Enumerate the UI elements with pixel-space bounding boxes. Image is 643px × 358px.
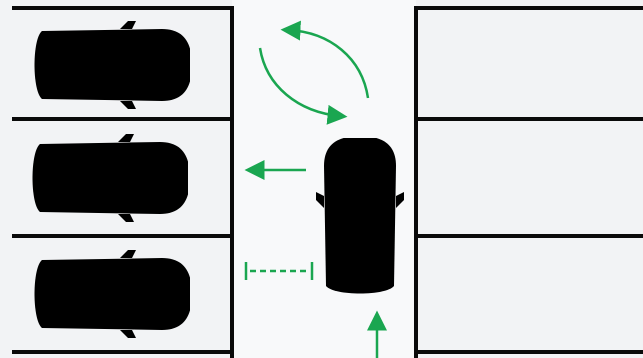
target-parking-spot-car-outline [33,134,191,222]
parked-car-bottom [35,250,193,338]
parked-car-top [35,21,193,109]
maneuvering-car [316,136,404,294]
right-parking-lines [416,6,643,358]
